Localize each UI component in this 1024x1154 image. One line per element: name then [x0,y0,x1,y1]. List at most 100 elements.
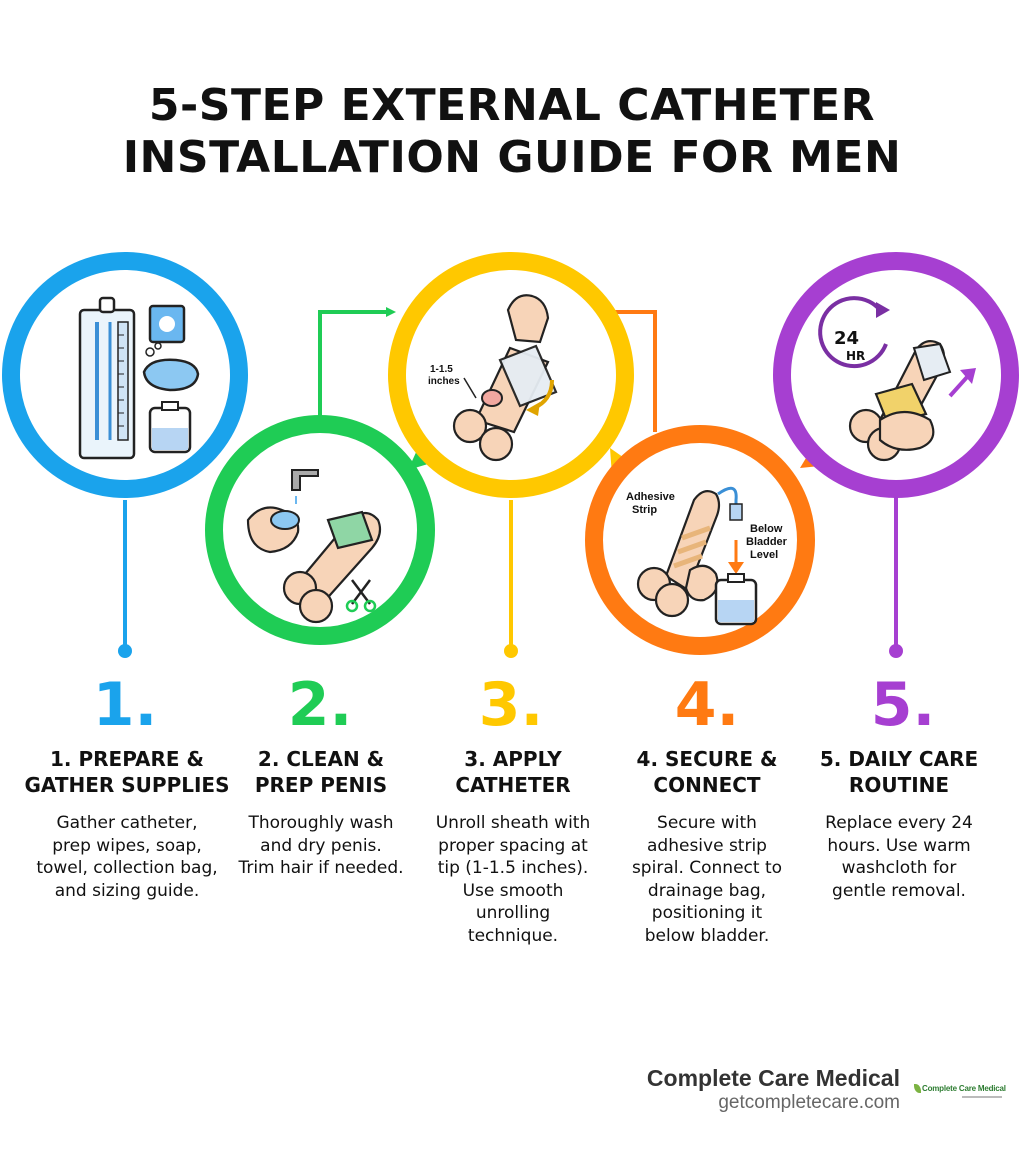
drainage-bag-icon [714,573,758,626]
leaf-icon [914,1084,921,1093]
brand-block: Complete Care Medical getcompletecare.co… [600,1064,900,1114]
step-heading-2-line-1: 2. CLEAN & [257,747,385,771]
step-circle-5 [773,252,1019,498]
step-description-4-line: adhesive strip [647,835,767,856]
annotation-line-1: 1-1.5 [430,364,453,375]
step-heading-4-line-1: 4. SECURE & [636,747,778,771]
step-5-illustration: 24 HR [818,296,976,462]
brand-url[interactable]: getcompletecare.com [718,1092,900,1113]
step-heading-4-line-2: CONNECT [653,773,761,797]
step-description-1-line: and sizing guide. [54,880,200,901]
faucet-icon [291,469,319,504]
step-description-3-line: tip (1-1.5 inches). [437,858,589,878]
curved-arrow-icon [526,379,554,416]
step-description-2: Thoroughly wash and dry penis. Trim hair… [226,812,416,880]
clock-label-hr: HR [846,349,865,363]
hand-icon [506,294,550,344]
stem-dot-5 [889,644,903,658]
step-number-1: 1. [92,670,158,740]
step-heading-5: 5. DAILY CARE ROUTINE [794,746,1004,798]
step-description-2-line: Trim hair if needed. [238,858,404,878]
step-description-5-line: Replace every 24 [825,813,973,833]
step-heading-1-line-2: GATHER SUPPLIES [24,773,230,797]
adhesive-strip-icon [673,525,711,569]
logo-text: Complete Care Medical [922,1084,1006,1093]
measure-indicator: 1-1.5 inches [428,364,477,399]
step-description-4-line: drainage bag, [647,880,767,901]
step-4-illustration: Adhesive Strip Below Bladder Level [626,486,788,626]
clock-24hr-icon: 24 HR [818,296,890,369]
adhesive-label-2: Strip [632,504,657,516]
step-description-5: Replace every 24 hours. Use warm washclo… [804,812,994,902]
step-description-1-line: prep wipes, soap, [52,835,202,856]
stem-dot-3 [504,644,518,658]
stems [118,495,903,658]
step-heading-3-line-1: 3. APPLY [464,747,562,771]
step-heading-1-line-1: 1. PREPARE & [50,747,204,771]
step-heading-2: 2. CLEAN & PREP PENIS [216,746,426,798]
up-arrow-icon [948,368,976,398]
step-description-4-line: Secure with [657,813,757,833]
step-description-4-line: spiral. Connect to [631,858,783,878]
soap-icon [142,342,200,392]
step-heading-5-line-1: 5. DAILY CARE [819,747,979,771]
title-line-1: 5-STEP EXTERNAL CATHETER [148,80,876,131]
scissors-icon [345,579,377,613]
step-heading-3: 3. APPLY CATHETER [408,746,618,798]
step-description-3-line: Use smooth [462,880,564,901]
step-description-2-line: Thoroughly wash [248,813,394,833]
logo-tagline-bar [962,1096,1002,1098]
connector-3-to-4 [610,310,657,432]
step-description-4-line: below bladder. [644,925,770,946]
step-description-3-line: Unroll sheath with [435,813,591,833]
stem-dot-1 [118,644,132,658]
clock-label-24: 24 [834,328,859,349]
collection-bag-icon [148,401,192,454]
connector-2-to-3 [318,307,396,430]
title-line-2: INSTALLATION GUIDE FOR MEN [122,132,902,183]
towel-icon [326,510,374,550]
step-description-3-line: technique. [467,925,559,946]
step-1-illustration [78,296,200,460]
step-heading-2-line-2: PREP PENIS [254,773,388,797]
step-heading-4: 4. SECURE & CONNECT [602,746,812,798]
step-description-2-line: and dry penis. [260,835,382,856]
sheath-icon [498,344,558,408]
step-3-illustration: 1-1.5 inches [428,294,558,462]
step-description-3-line: proper spacing at [438,835,588,856]
catheter-package-icon [78,296,136,460]
down-arrow-icon [728,540,744,574]
hand-icon-4 [684,564,719,602]
step-number-2: 2. [287,670,353,740]
step-circle-2 [205,415,435,645]
prep-wipe-icon [148,304,186,344]
brand-name: Complete Care Medical [646,1065,900,1091]
step-description-1: Gather catheter, prep wipes, soap, towel… [32,812,222,902]
adhesive-label-1: Adhesive [626,491,675,503]
step-description-5-line: washcloth for [841,858,957,878]
step-number-5: 5. [870,670,936,740]
step-number-3: 3. [478,670,544,740]
step-description-5-line: hours. Use warm [827,835,971,856]
bladder-label-3: Level [750,549,778,561]
step-heading-1: 1. PREPARE & GATHER SUPPLIES [22,746,232,798]
step-description-1-line: Gather catheter, [56,813,198,833]
step-number-4: 4. [674,670,740,740]
washing-hands-icon [246,506,300,554]
step-description-1-line: towel, collection bag, [36,858,218,878]
step-description-3-line: unrolling [475,903,551,923]
step-description-3: Unroll sheath with proper spacing at tip… [418,812,608,947]
brand-logo: Complete Care Medical [914,1082,1008,1104]
step-heading-3-line-2: CATHETER [455,773,571,797]
hand-icon-5 [878,410,935,451]
step-2-illustration [246,469,382,624]
annotation-line-2: inches [428,376,460,387]
bladder-label-1: Below [750,523,783,535]
bladder-label-2: Bladder [746,536,788,548]
tubing-icon [717,486,743,521]
step-heading-5-line-2: ROUTINE [848,773,950,797]
page-title: 5-STEP EXTERNAL CATHETER INSTALLATION GU… [0,80,1024,184]
step-description-4-line: positioning it [651,903,763,923]
step-description-4: Secure with adhesive strip spiral. Conne… [612,812,802,947]
